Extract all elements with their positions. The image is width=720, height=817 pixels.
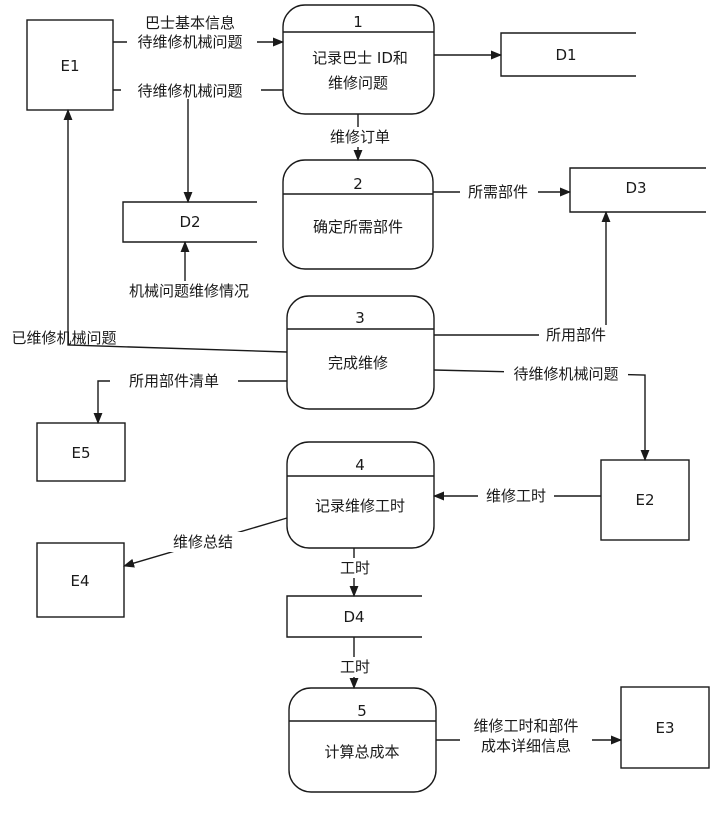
store-d4-label: D4 [343,608,364,626]
flow-label-e1-p1-a: 巴士基本信息 [145,14,235,32]
entity-e1-label: E1 [60,57,79,75]
flow-label-d4-p5: 工时 [340,658,370,676]
process-4-number: 4 [355,456,365,474]
flow-label-p4-e4: 维修总结 [173,533,233,551]
entity-e2-label: E2 [635,491,654,509]
process-5-number: 5 [357,702,367,720]
process-1-label-line1: 记录巴士 ID和 [312,49,408,67]
flow-label-p5-e3-a: 维修工时和部件 [473,717,578,735]
flow-label-p3-d3: 所用部件 [546,326,606,344]
entity-e5-label: E5 [71,444,90,462]
flow-label-p3-e5: 所用部件清单 [129,372,219,390]
flow-label-p2-d3: 所需部件 [468,183,528,201]
process-3-number: 3 [355,309,365,327]
flow-label-e1-d2: 待维修机械问题 [137,82,242,100]
flow-label-p3-d2: 机械问题维修情况 [129,282,249,300]
process-1-label-line2: 维修问题 [328,74,388,92]
entity-e3-label: E3 [655,719,674,737]
flow-label-p5-e3-b: 成本详细信息 [481,737,571,755]
process-1-number: 1 [353,13,363,31]
process-3-label: 完成维修 [328,354,388,372]
flow-label-p1-p2: 维修订单 [330,128,390,146]
process-4-label: 记录维修工时 [315,497,405,515]
flow-label-p4-d4: 工时 [340,559,370,577]
flow-label-p3-e1: 已维修机械问题 [11,329,116,347]
flow-label-e2-p4: 维修工时 [486,487,546,505]
store-d1-label: D1 [555,46,576,64]
flow-label-p3-e2: 待维修机械问题 [513,365,618,383]
flow-label-e1-p1-b: 待维修机械问题 [137,33,242,51]
store-d3-label: D3 [625,179,646,197]
flow-p3-d3 [434,212,606,335]
process-5-label: 计算总成本 [324,743,399,761]
process-2-label: 确定所需部件 [313,218,403,236]
store-d2-label: D2 [179,213,200,231]
flow-p3-e1 [68,110,287,352]
entity-e4-label: E4 [70,572,89,590]
process-2-number: 2 [353,175,363,193]
